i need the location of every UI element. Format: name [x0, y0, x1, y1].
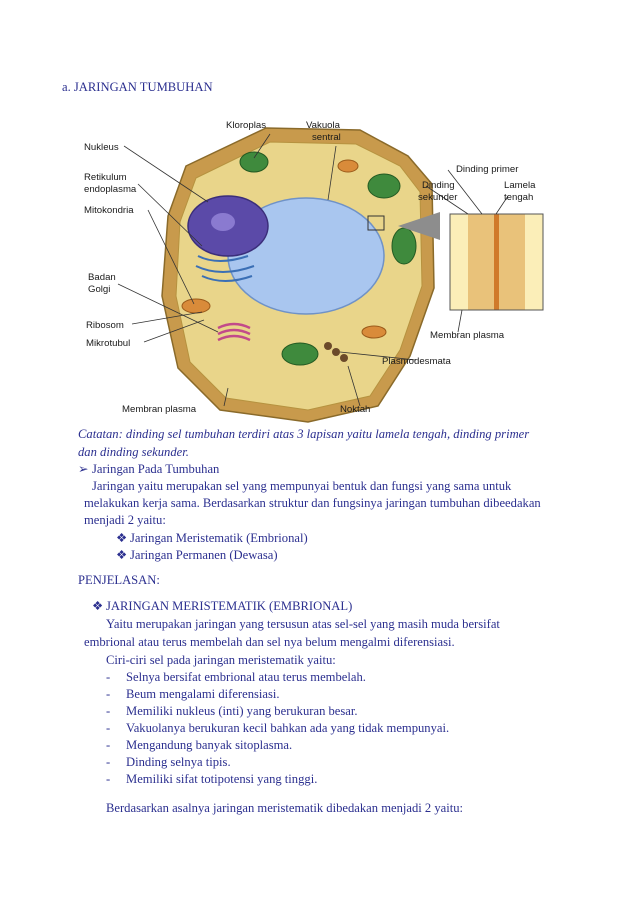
label-sekunder: sekunder: [418, 192, 458, 203]
label-badan: Badan: [88, 272, 116, 283]
ciri-item-text: Memiliki sifat totipotensi yang tinggi.: [126, 772, 317, 786]
ciri-item: -Memiliki sifat totipotensi yang tinggi.: [106, 771, 317, 787]
dash-bullet-icon: -: [106, 669, 126, 685]
meristem-line2: embrional atau terus membelah dan sel ny…: [84, 634, 455, 650]
dash-bullet-icon: -: [106, 720, 126, 736]
diamond-bullet-icon: ❖: [116, 547, 130, 563]
dash-bullet-icon: -: [106, 771, 126, 787]
meristem-line1: Yaitu merupakan jaringan yang tersusun a…: [106, 616, 500, 632]
dash-bullet-icon: -: [106, 686, 126, 702]
label-sentral: sentral: [312, 132, 341, 143]
figure-note-line1: Catatan: dinding sel tumbuhan terdiri at…: [78, 426, 529, 442]
label-membran-plasma-right: Membran plasma: [430, 330, 505, 341]
ciri-item: -Mengandung banyak sitoplasma.: [106, 737, 292, 753]
section-heading: a. JARINGAN TUMBUHAN: [62, 79, 213, 95]
jaringan-line2: melakukan kerja sama. Berdasarkan strukt…: [84, 495, 541, 511]
penjelasan-heading: PENJELASAN:: [78, 572, 160, 588]
dash-bullet-icon: -: [106, 703, 126, 719]
type-item-text: Jaringan Meristematik (Embrional): [130, 531, 308, 545]
arrow-bullet-icon: ➢: [78, 461, 92, 477]
ciri-item: -Vakuolanya berukuran kecil bahkan ada y…: [106, 720, 449, 736]
plant-cell-diagram: Nukleus Retikulum endoplasma Mitokondria…: [78, 106, 558, 424]
label-vakuola: Vakuola: [306, 120, 341, 131]
label-ribosom: Ribosom: [86, 320, 124, 331]
ciri-item-text: Selnya bersifat embrional atau terus mem…: [126, 670, 366, 684]
meristem-heading: ❖JARINGAN MERISTEMATIK (EMBRIONAL): [92, 598, 352, 614]
dash-bullet-icon: -: [106, 737, 126, 753]
figure-note-line2: dan dinding sekunder.: [78, 444, 189, 460]
label-dinding-primer: Dinding primer: [456, 164, 519, 175]
label-retikulum: Retikulum: [84, 172, 127, 183]
label-nukleus: Nukleus: [84, 142, 119, 153]
type-item-text: Jaringan Permanen (Dewasa): [130, 548, 278, 562]
label-lamela: Lamela: [504, 180, 536, 191]
jaringan-line3: menjadi 2 yaitu:: [84, 512, 166, 528]
ciri-item: -Selnya bersifat embrional atau terus me…: [106, 669, 366, 685]
ciri-item: -Beum mengalami diferensiasi.: [106, 686, 280, 702]
ciri-intro: Ciri-ciri sel pada jaringan meristematik…: [106, 652, 336, 668]
ciri-item-text: Memiliki nukleus (inti) yang berukuran b…: [126, 704, 358, 718]
ciri-item-text: Mengandung banyak sitoplasma.: [126, 738, 292, 752]
type-item: ❖Jaringan Meristematik (Embrional): [116, 530, 308, 546]
ciri-item: -Dinding selnya tipis.: [106, 754, 231, 770]
jaringan-line1: Jaringan yaitu merupakan sel yang mempun…: [92, 478, 511, 494]
ciri-item: -Memiliki nukleus (inti) yang berukuran …: [106, 703, 358, 719]
jaringan-heading-text: Jaringan Pada Tumbuhan: [92, 462, 219, 476]
label-kloroplas: Kloroplas: [226, 120, 266, 131]
ciri-item-text: Beum mengalami diferensiasi.: [126, 687, 280, 701]
diamond-bullet-icon: ❖: [116, 530, 130, 546]
label-mitokondria: Mitokondria: [84, 205, 134, 216]
jaringan-heading: ➢Jaringan Pada Tumbuhan: [78, 461, 219, 477]
diamond-bullet-icon: ❖: [92, 598, 106, 614]
label-golgi: Golgi: [88, 284, 110, 295]
type-item: ❖Jaringan Permanen (Dewasa): [116, 547, 278, 563]
label-endoplasma: endoplasma: [84, 184, 137, 195]
closing-line: Berdasarkan asalnya jaringan meristemati…: [106, 800, 463, 816]
ciri-item-text: Vakuolanya berukuran kecil bahkan ada ya…: [126, 721, 449, 735]
label-dinding: Dinding: [422, 180, 455, 191]
ciri-item-text: Dinding selnya tipis.: [126, 755, 231, 769]
label-mikrotubul: Mikrotubul: [86, 338, 130, 349]
label-plasmodesmata: Plasmodesmata: [382, 356, 451, 367]
label-membran-plasma-bottom: Membran plasma: [122, 404, 197, 415]
label-noktah: Noktah: [340, 404, 370, 415]
dash-bullet-icon: -: [106, 754, 126, 770]
label-tengah: tengah: [504, 192, 533, 203]
meristem-heading-text: JARINGAN MERISTEMATIK (EMBRIONAL): [106, 599, 352, 613]
